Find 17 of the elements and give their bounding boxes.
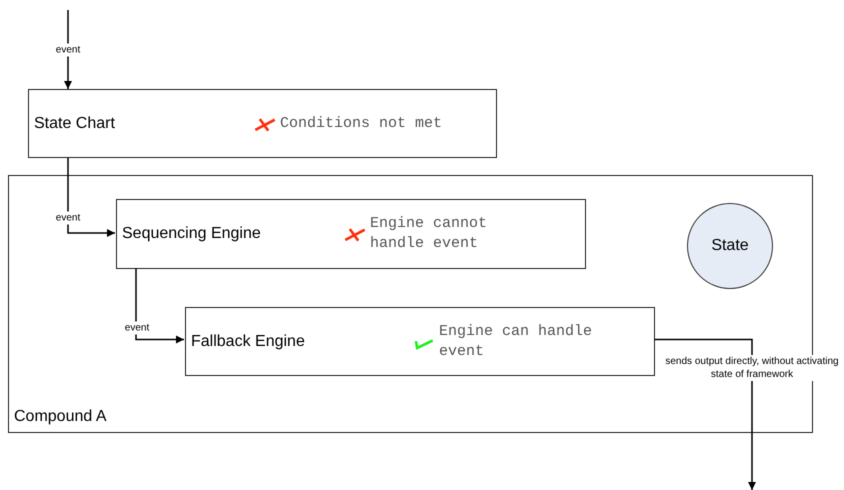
status-text: Conditions not met xyxy=(280,114,444,134)
process-box xyxy=(116,199,586,269)
edge-label: event xyxy=(56,44,80,56)
node-title: Fallback Engine xyxy=(191,332,305,350)
arrow xyxy=(135,268,184,344)
arrow xyxy=(654,338,756,490)
edge-label: event xyxy=(56,212,80,224)
status-text: Engine can handle event xyxy=(439,322,594,362)
status-text: Engine cannot handle event xyxy=(370,214,488,254)
node-title: State xyxy=(711,237,749,255)
process-box xyxy=(28,89,497,158)
arrow xyxy=(67,158,115,237)
process-box xyxy=(185,307,655,376)
node-title: State Chart xyxy=(34,114,115,132)
node-title: Compound A xyxy=(14,408,107,426)
node-title: Sequencing Engine xyxy=(122,225,261,243)
edge-label: event xyxy=(124,322,150,334)
